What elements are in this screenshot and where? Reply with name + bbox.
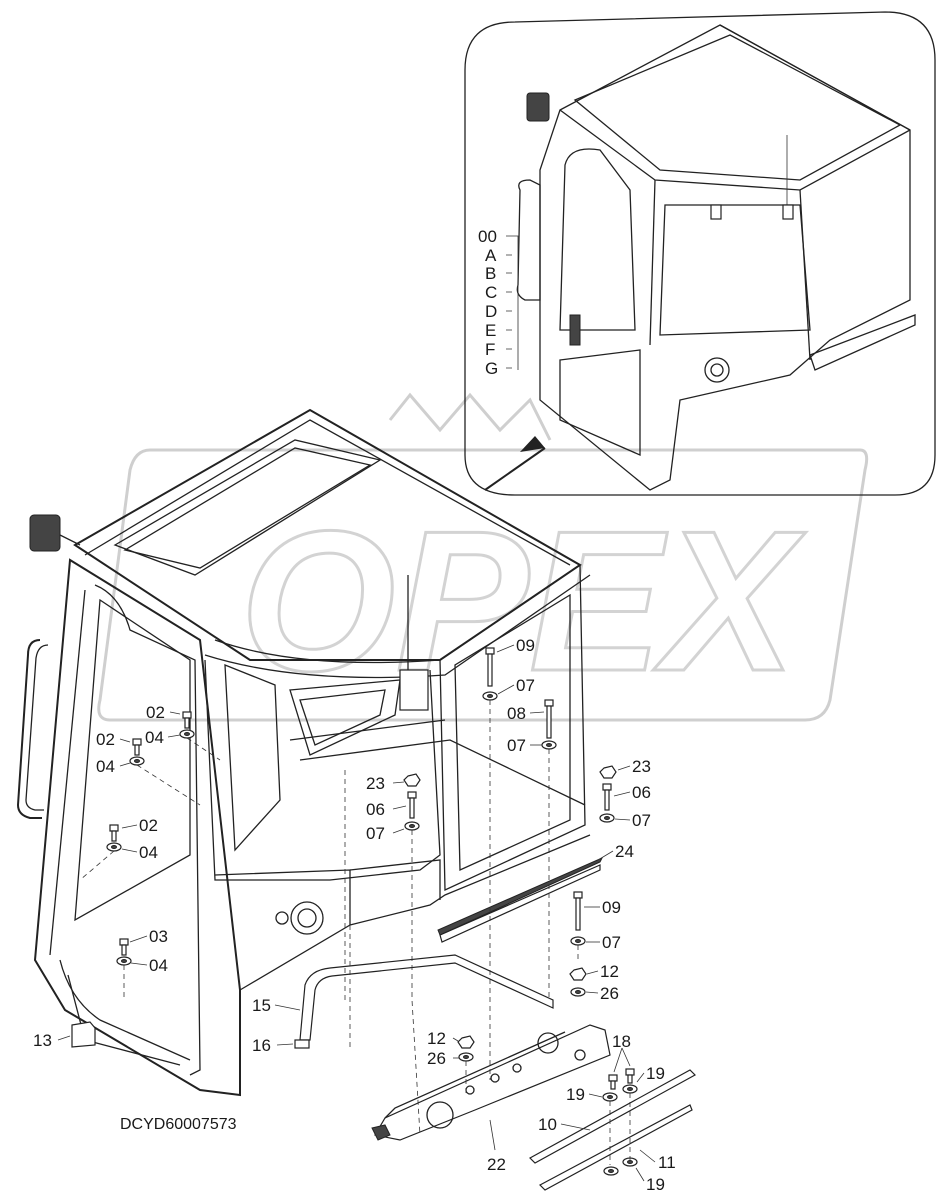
inset-label-a: A bbox=[485, 246, 497, 265]
callout-22: 22 bbox=[487, 1155, 506, 1174]
opex-watermark: OPEX bbox=[97, 392, 869, 722]
callout-09a: 09 bbox=[516, 636, 535, 655]
callout-06b: 06 bbox=[632, 783, 651, 802]
callout-09b: 09 bbox=[602, 898, 621, 917]
callout-10: 10 bbox=[538, 1115, 557, 1134]
callout-04c: 04 bbox=[139, 843, 158, 862]
callout-06a: 06 bbox=[366, 800, 385, 819]
callout-11: 11 bbox=[658, 1153, 676, 1172]
leader-lines bbox=[57, 644, 656, 1182]
callout-07b: 07 bbox=[507, 736, 526, 755]
callout-03: 03 bbox=[149, 927, 168, 946]
part-callouts: 02 04 02 04 02 04 03 04 13 15 16 09 07 0… bbox=[33, 636, 676, 1194]
callout-19a: 19 bbox=[646, 1064, 665, 1083]
callout-19b: 19 bbox=[566, 1085, 585, 1104]
inset-label-e: E bbox=[485, 321, 496, 340]
inset-label-b: B bbox=[485, 264, 496, 283]
callout-12b: 12 bbox=[427, 1029, 446, 1048]
drawing-code: DCYD60007573 bbox=[120, 1116, 237, 1133]
callout-07d: 07 bbox=[632, 811, 651, 830]
inset-label-d: D bbox=[485, 302, 497, 321]
callout-02c: 02 bbox=[139, 816, 158, 835]
inset-label-c: C bbox=[485, 283, 497, 302]
callout-15: 15 bbox=[252, 996, 271, 1015]
callout-23b: 23 bbox=[632, 757, 651, 776]
callout-07a: 07 bbox=[516, 676, 535, 695]
callout-16: 16 bbox=[252, 1036, 271, 1055]
callout-04a: 04 bbox=[145, 728, 164, 747]
callout-26a: 26 bbox=[600, 984, 619, 1003]
inset-label-00: 00 bbox=[478, 227, 497, 246]
callout-02b: 02 bbox=[96, 730, 115, 749]
inset-view bbox=[464, 11, 936, 496]
cab-frame-drawing bbox=[16, 408, 696, 1191]
callout-08: 08 bbox=[507, 704, 526, 723]
callout-07e: 07 bbox=[602, 933, 621, 952]
callout-13: 13 bbox=[33, 1031, 52, 1050]
callout-04d: 04 bbox=[149, 956, 168, 975]
inset-label-list: 00 A B C D E F G bbox=[478, 227, 498, 378]
callout-07c: 07 bbox=[366, 824, 385, 843]
callout-04b: 04 bbox=[96, 757, 115, 776]
inset-label-f: F bbox=[485, 340, 495, 359]
callout-26b: 26 bbox=[427, 1049, 446, 1068]
fasteners bbox=[79, 647, 638, 1176]
callout-23a: 23 bbox=[366, 774, 385, 793]
callout-02a: 02 bbox=[146, 703, 165, 722]
inset-label-g: G bbox=[485, 359, 498, 378]
callout-24: 24 bbox=[615, 842, 634, 861]
callout-12a: 12 bbox=[600, 962, 619, 981]
callout-18: 18 bbox=[612, 1032, 631, 1051]
callout-19c: 19 bbox=[646, 1175, 665, 1194]
